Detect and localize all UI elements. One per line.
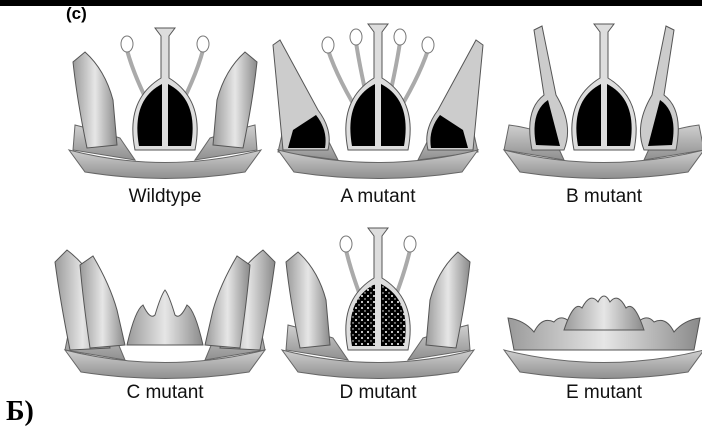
inner-whorl [127,290,203,345]
ovule-left [350,284,375,346]
ovule-left [576,84,601,146]
inner-whorl [564,296,644,330]
flower-d-mutant [282,228,474,379]
anther-right [197,36,209,52]
caption-b-mutant: B mutant [504,186,702,208]
anther-right [404,236,416,252]
flower-c-mutant [55,250,275,379]
flower-b-mutant [504,24,702,179]
anther-4 [422,37,434,53]
ovule-left [350,84,375,146]
caption-c-mutant: C mutant [65,382,265,404]
flower-wildtype [69,28,261,179]
flower-a-mutant [273,24,483,179]
flower-e-mutant [504,296,702,379]
anther-3 [394,29,406,45]
caption-wildtype: Wildtype [65,186,265,208]
anther-1 [322,37,334,53]
section-label: Б) [6,396,34,428]
ovule-right [381,84,406,146]
anther-2 [350,29,362,45]
ovule-right [607,84,632,146]
anther-left [340,236,352,252]
receptacle [504,350,702,379]
ovule-left [137,84,162,146]
ovule-right [168,84,193,146]
anther-left [121,36,133,52]
caption-e-mutant: E mutant [504,382,702,404]
caption-a-mutant: A mutant [278,186,478,208]
ovule-right [381,284,406,346]
caption-d-mutant: D mutant [278,382,478,404]
